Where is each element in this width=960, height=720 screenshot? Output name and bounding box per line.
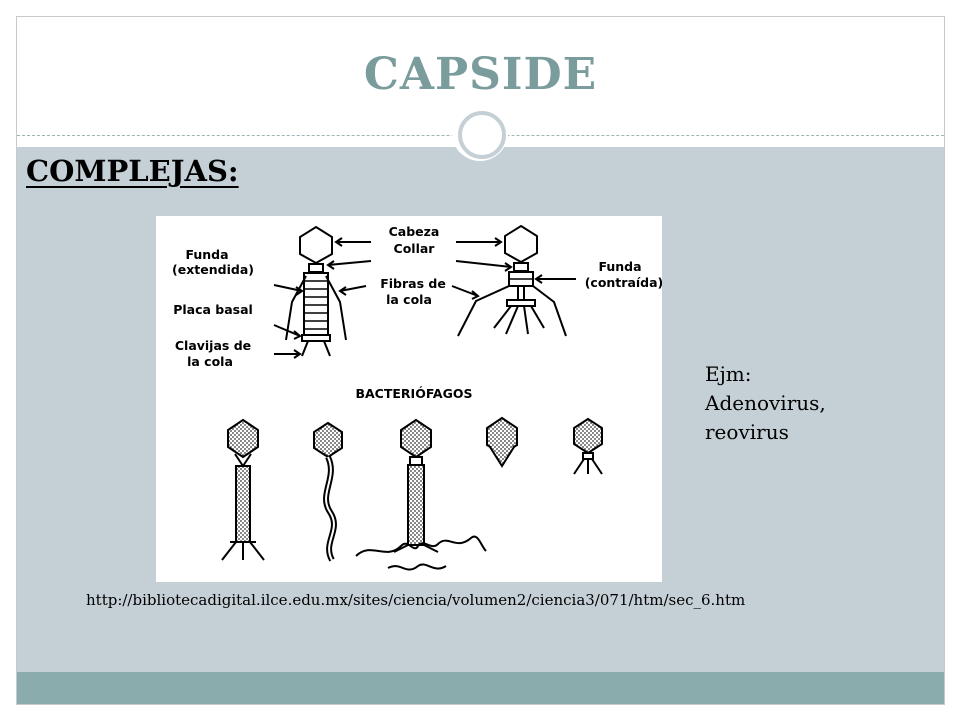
label-head: Cabeza xyxy=(389,224,440,239)
label-tail-pins: Clavijas de xyxy=(175,338,251,353)
tail-fiber-icon xyxy=(325,275,347,341)
phage-sheath-icon xyxy=(303,272,329,336)
circle-ornament-icon xyxy=(452,105,508,161)
example-item-reovirus: reovirus xyxy=(705,420,789,444)
slide-title: CAPSIDE xyxy=(363,49,598,100)
phage-contracted xyxy=(457,224,567,337)
source-url: http://bibliotecadigital.ilce.edu.mx/sit… xyxy=(86,591,746,609)
tail-fiber-icon xyxy=(285,275,307,341)
phage-head-icon xyxy=(299,225,333,265)
label-sheath-extended-sub: (extendida) xyxy=(172,262,254,277)
bacteriophage-diagram: Cabeza Collar Funda (extendida) Fibras d… xyxy=(156,216,662,582)
phage-extended xyxy=(285,225,347,357)
phage-variant-icon xyxy=(313,421,343,562)
label-sheath-contracted-sub: (contraída) xyxy=(585,275,662,290)
label-tail-pins-sub: la cola xyxy=(187,354,233,369)
phage-variant-icon xyxy=(486,416,518,468)
label-sheath-contracted: Funda xyxy=(598,259,641,274)
label-arrows xyxy=(273,237,576,359)
phage-collar-icon xyxy=(308,263,324,273)
label-sheath-extended: Funda xyxy=(185,247,228,262)
example-text: Ejm: Adenovirus, reovirus xyxy=(705,360,826,447)
figure-caption: BACTERIÓFAGOS xyxy=(355,386,472,401)
phage-variant-icon xyxy=(355,418,487,571)
phage-head-icon xyxy=(504,224,538,264)
ornament-ring xyxy=(458,111,506,159)
label-tail-fibers-sub: la cola xyxy=(386,292,432,307)
slide-frame: CAPSIDE xyxy=(16,16,945,705)
diagram-svg: Cabeza Collar Funda (extendida) Fibras d… xyxy=(172,224,662,571)
phage-baseplate-icon xyxy=(301,334,331,342)
example-label: Ejm: xyxy=(705,362,752,386)
example-item-adenovirus: Adenovirus, xyxy=(705,391,826,415)
label-base-plate: Placa basal xyxy=(173,302,253,317)
section-heading: COMPLEJAS: xyxy=(26,154,239,188)
phage-variants xyxy=(221,416,603,571)
phage-variant-icon xyxy=(573,417,603,475)
footer-bar xyxy=(17,672,944,704)
label-tail-fibers: Fibras de xyxy=(380,276,446,291)
phage-variant-icon xyxy=(221,418,265,561)
label-collar: Collar xyxy=(394,241,436,256)
